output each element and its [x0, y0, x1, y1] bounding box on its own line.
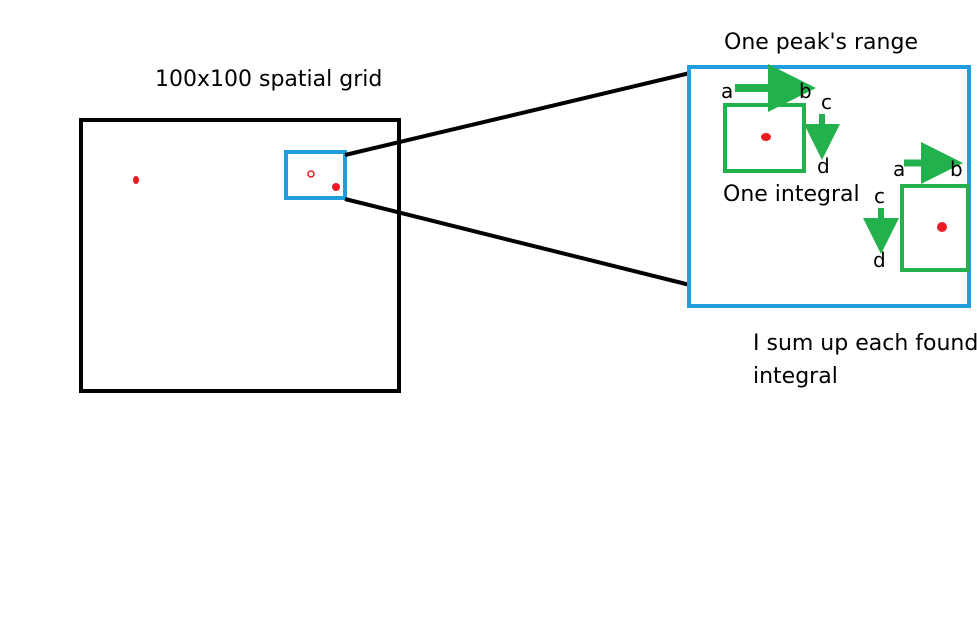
corner-c-label: c — [874, 184, 885, 208]
corner-d-label: d — [873, 248, 886, 272]
zoom-line-top — [344, 71, 691, 157]
zoom-selection-box — [284, 150, 347, 200]
peak-dot-1 — [761, 133, 771, 141]
corner-b-label: b — [950, 157, 963, 181]
corner-a-label: a — [893, 157, 905, 181]
peak-dot-2 — [937, 222, 947, 232]
zoom-line-bottom — [344, 197, 691, 287]
sum-note-line-1: I sum up each found — [753, 331, 977, 356]
peak-dot-small — [332, 183, 340, 191]
integral-box-2 — [900, 184, 970, 272]
zoom-title: One peak's range — [724, 30, 918, 55]
corner-a-label: a — [721, 79, 733, 103]
integral-box-1 — [723, 103, 806, 173]
grid-title: 100x100 spatial grid — [155, 67, 382, 92]
corner-d-label: d — [817, 154, 830, 178]
spatial-grid-box — [79, 118, 401, 393]
corner-c-label: c — [821, 90, 832, 114]
peak-dot-isolated — [133, 176, 139, 184]
sum-note-line-2: integral — [753, 364, 838, 389]
peak-ring-small — [307, 170, 315, 178]
integral-label: One integral — [723, 182, 860, 207]
corner-b-label: b — [799, 79, 812, 103]
